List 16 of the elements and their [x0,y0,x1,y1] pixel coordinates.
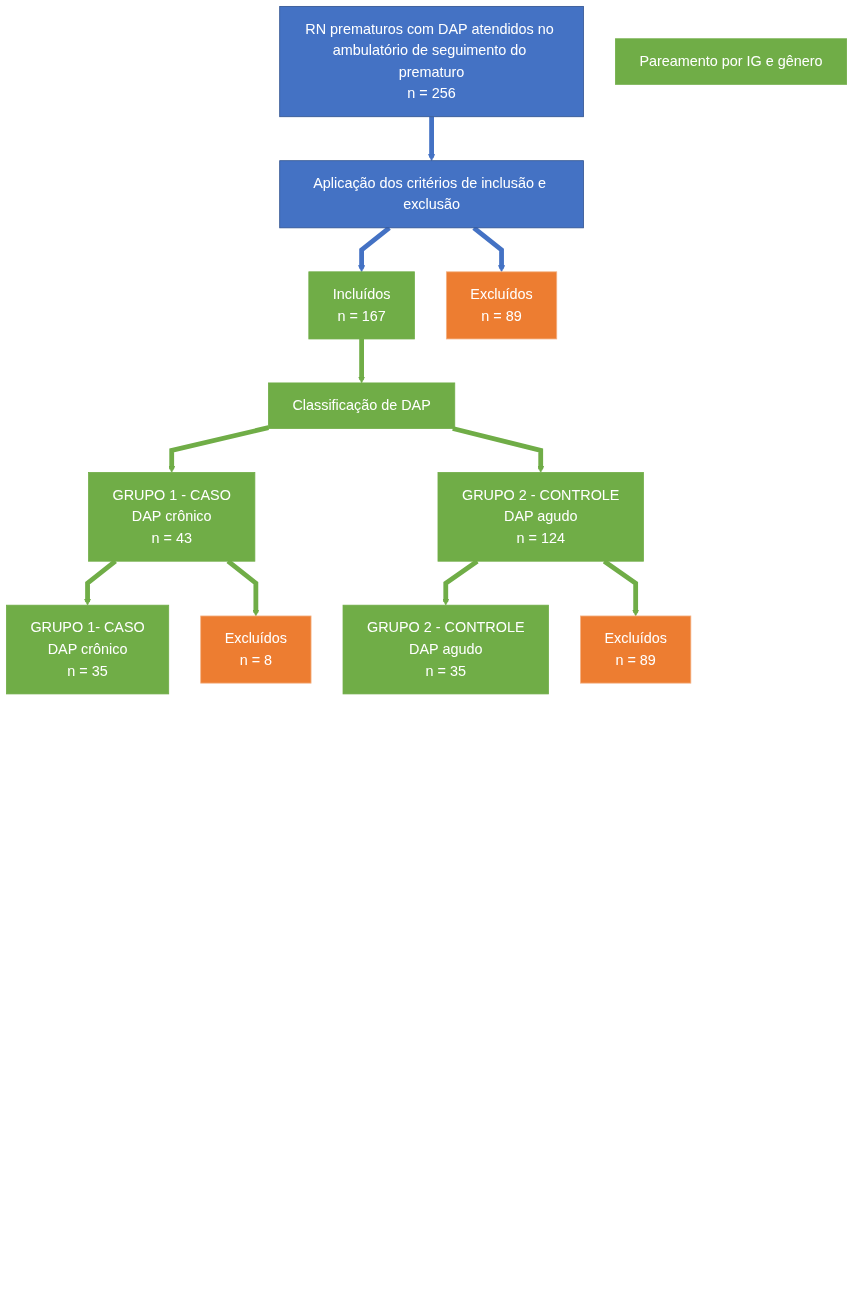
node-box: Incluídos n = 167 [308,271,415,340]
node-box: Excluídos n = 89 [445,271,558,340]
node-box: Excluídos n = 89 [580,615,692,684]
node-box: Pareamento por IG e gênero [615,38,847,85]
node-box: RN prematuros com DAP atendidos no ambulatório de seguimento do prematuro n = 256 [279,6,584,118]
node-box: GRUPO 2 - CONTROLE DAP agudo n = 124 [437,472,644,562]
node-box: GRUPO 1- CASO DAP crônico n = 35 [6,604,170,695]
arrow [452,426,545,473]
arrow [428,116,436,161]
node-box: Excluídos n = 8 [200,615,312,684]
node-box: GRUPO 2 - CONTROLE DAP agudo n = 35 [342,604,549,695]
arrow [168,425,269,473]
node-box: GRUPO 1 - CASO DAP crônico n = 43 [88,472,256,562]
node-box: Aplicação dos critérios de inclusão e exclusão [279,160,584,229]
node-box: Classificação de DAP [268,382,456,429]
arrow [358,338,366,384]
